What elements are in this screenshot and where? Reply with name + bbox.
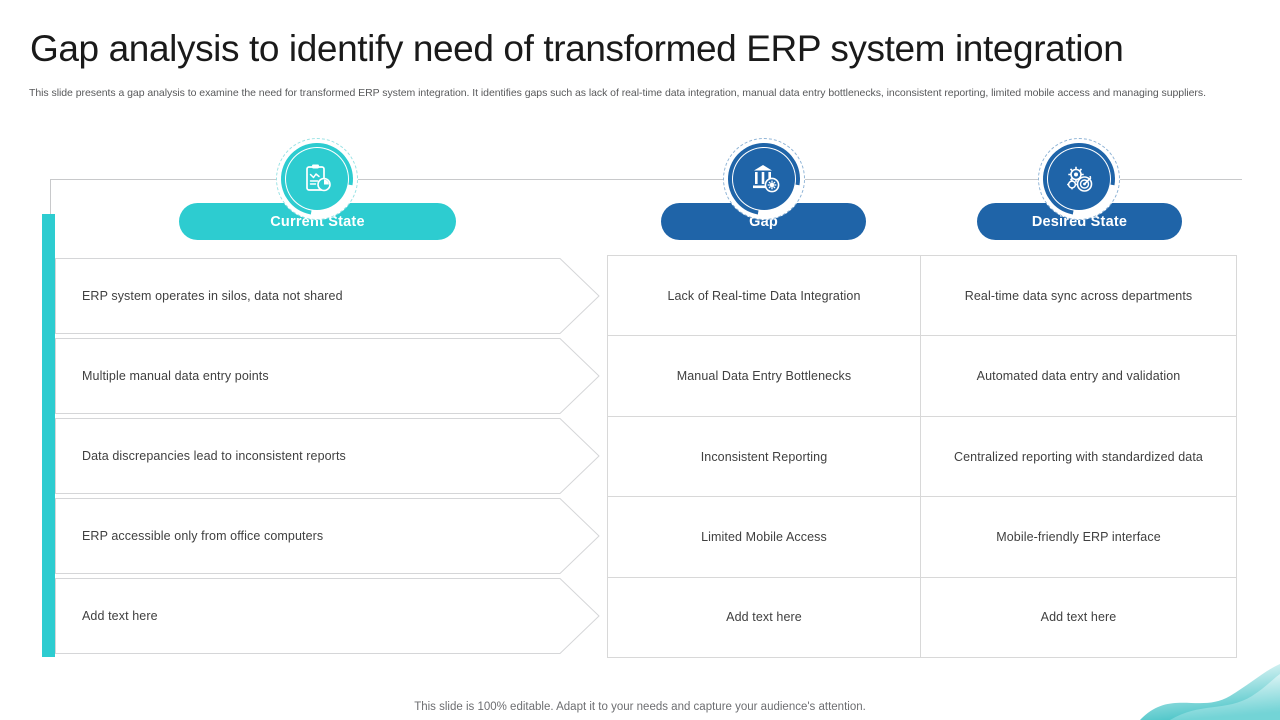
badge-disc xyxy=(286,148,348,210)
clipboard-chart-icon xyxy=(266,128,368,230)
table-cell-gap[interactable]: Add text here xyxy=(608,577,921,658)
table-cell-gap[interactable]: Lack of Real-time Data Integration xyxy=(608,256,921,336)
gap-desired-table: Lack of Real-time Data Integration Real-… xyxy=(607,255,1237,658)
footer-note: This slide is 100% editable. Adapt it to… xyxy=(414,701,866,713)
list-item-label: Add text here xyxy=(82,609,158,623)
bank-gear-icon xyxy=(713,128,815,230)
table-cell-gap[interactable]: Manual Data Entry Bottlenecks xyxy=(608,336,921,416)
gears-target-icon xyxy=(1028,128,1130,230)
table-row: Manual Data Entry Bottlenecks Automated … xyxy=(608,336,1236,417)
list-item[interactable]: ERP system operates in silos, data not s… xyxy=(55,258,600,334)
table-cell-desired-state[interactable]: Centralized reporting with standardized … xyxy=(954,449,1203,464)
list-item-label: ERP system operates in silos, data not s… xyxy=(82,289,343,303)
page-title: Gap analysis to identify need of transfo… xyxy=(30,28,1124,69)
table-cell-gap[interactable]: Limited Mobile Access xyxy=(608,497,921,577)
list-item[interactable]: Multiple manual data entry points xyxy=(55,338,600,414)
table-cell-desired-state[interactable]: Add text here xyxy=(1040,610,1117,625)
list-item-label: Multiple manual data entry points xyxy=(82,369,269,383)
chevron-shape xyxy=(55,498,600,574)
list-item[interactable]: Add text here xyxy=(55,578,600,654)
page-subtitle: This slide presents a gap analysis to ex… xyxy=(29,87,1206,99)
chevron-shape xyxy=(55,258,600,334)
chevron-shape xyxy=(55,578,600,654)
column-header-label: Current State xyxy=(270,213,365,230)
chevron-shape xyxy=(55,338,600,414)
connector-drop-line xyxy=(50,179,51,217)
table-row: Inconsistent Reporting Centralized repor… xyxy=(608,416,1236,498)
list-item[interactable]: ERP accessible only from office computer… xyxy=(55,498,600,574)
current-state-column: ERP system operates in silos, data not s… xyxy=(55,258,600,658)
chevron-shape xyxy=(55,418,600,494)
table-row: Add text here Add text here xyxy=(608,577,1236,658)
column-header-label: Desired State xyxy=(1031,213,1128,230)
table-cell-gap[interactable]: Inconsistent Reporting xyxy=(608,416,921,497)
table-cell-desired-state[interactable]: Real-time data sync across departments xyxy=(964,288,1193,303)
connector-line xyxy=(50,179,1242,180)
list-item-label: Data discrepancies lead to inconsistent … xyxy=(82,449,346,463)
table-row: Lack of Real-time Data Integration Real-… xyxy=(608,256,1236,337)
table-cell-desired-state[interactable]: Automated data entry and validation xyxy=(976,369,1181,384)
table-row: Limited Mobile Access Mobile-friendly ER… xyxy=(608,497,1236,578)
list-item-label: ERP accessible only from office computer… xyxy=(82,529,324,543)
left-accent-bar xyxy=(42,214,55,657)
list-item[interactable]: Data discrepancies lead to inconsistent … xyxy=(55,418,600,494)
table-cell-desired-state[interactable]: Mobile-friendly ERP interface xyxy=(996,529,1161,544)
